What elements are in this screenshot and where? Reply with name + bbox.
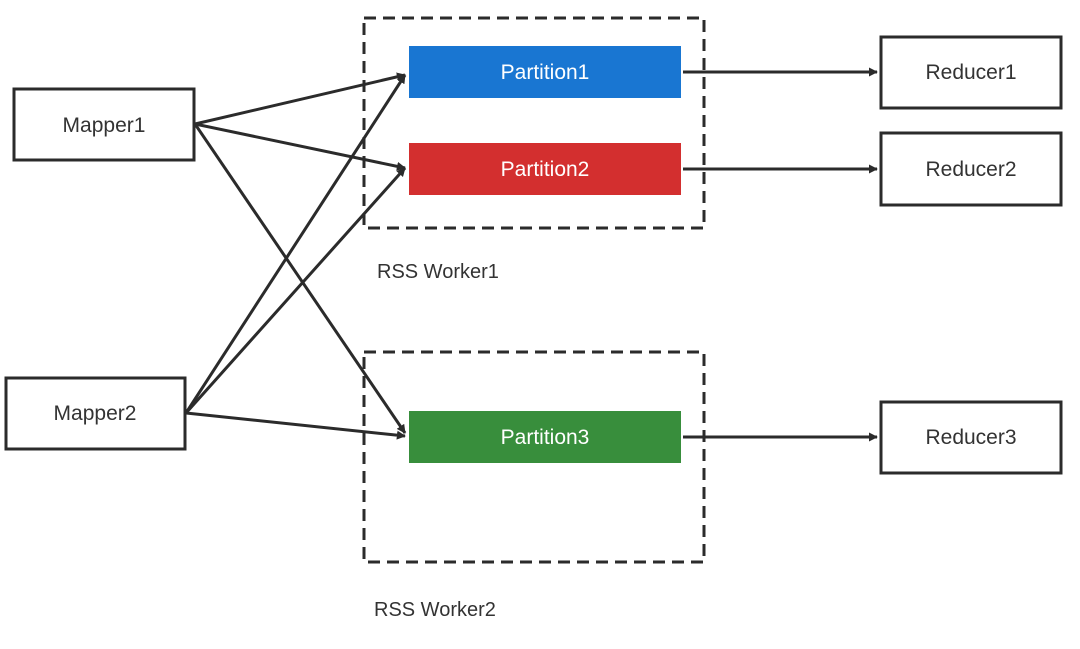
worker-label-1: RSS Worker1	[377, 261, 499, 283]
partition-label-2: Partition2	[501, 158, 590, 181]
edge-mapper2-partition3	[185, 411, 406, 440]
edge-mapper1-partition3	[193, 123, 407, 434]
partition-box-2	[409, 143, 681, 195]
edge-mapper2-partition1	[184, 74, 407, 414]
reducer-label-1: Reducer1	[925, 61, 1016, 84]
mapper-box-1	[12, 87, 196, 162]
reducer-label-2: Reducer2	[925, 158, 1016, 181]
reducer-box-2	[879, 131, 1063, 207]
partition-box-3	[409, 411, 681, 463]
mapper-box-2	[4, 376, 187, 451]
mapper-label-1: Mapper1	[63, 114, 146, 137]
worker-label-2: RSS Worker2	[374, 599, 496, 621]
partition-box-1	[409, 46, 681, 98]
edge-mapper1-partition2	[194, 122, 406, 171]
edge-mapper1-partition1	[194, 72, 406, 126]
worker-box-1	[362, 16, 706, 230]
mapper-label-2: Mapper2	[54, 402, 137, 425]
reducer-box-3	[879, 400, 1063, 475]
partition-label-3: Partition3	[501, 426, 590, 449]
worker-box-2	[362, 350, 706, 564]
reducer-label-3: Reducer3	[925, 426, 1016, 449]
partition-label-1: Partition1	[501, 61, 590, 84]
edge-mapper2-partition2	[184, 167, 407, 414]
reducer-box-1	[879, 35, 1063, 110]
